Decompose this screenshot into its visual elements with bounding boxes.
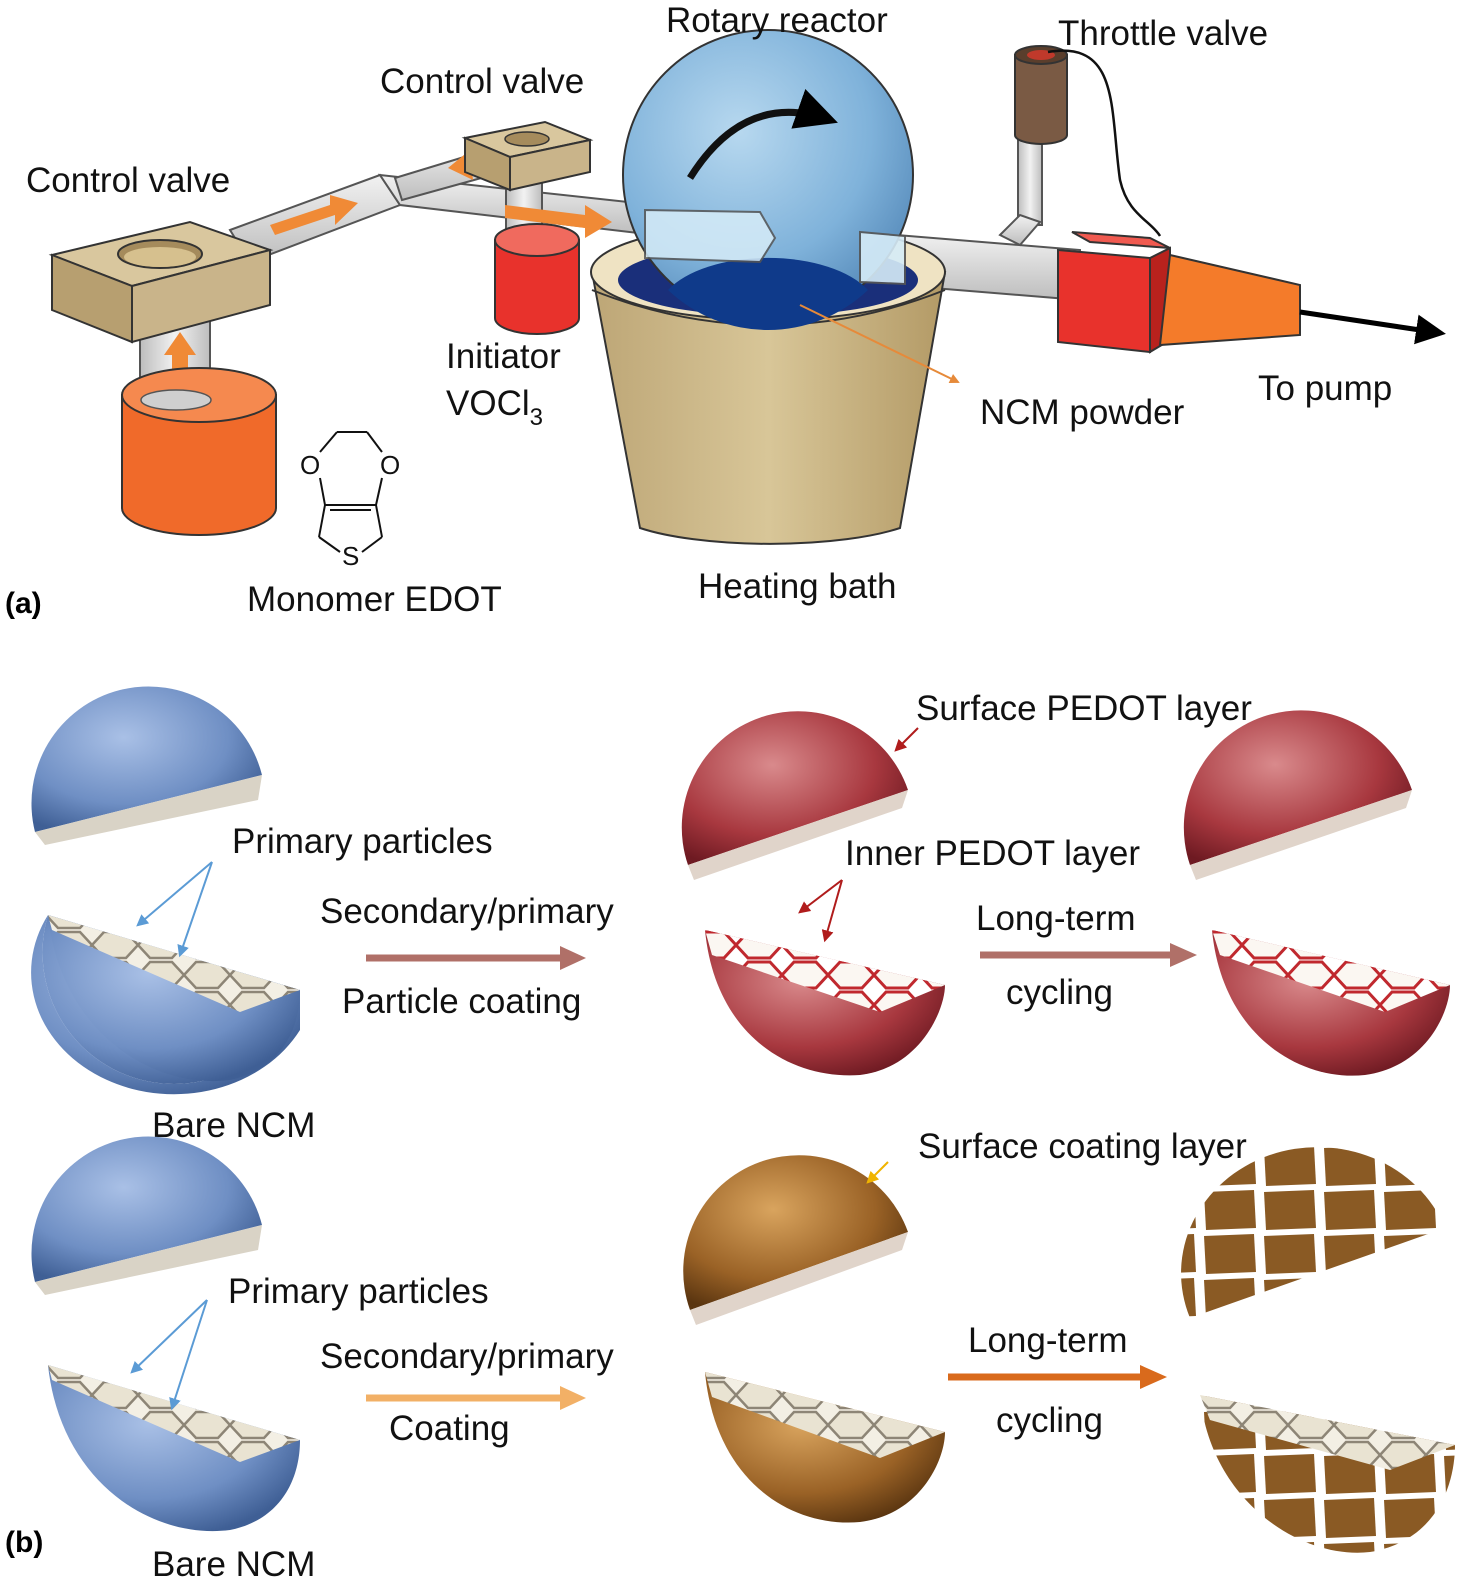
label-cycling-bottom-row2: cycling bbox=[996, 1401, 1103, 1440]
label-initiator-formula: VOCl3 bbox=[446, 384, 543, 431]
conventional-coated-particle-row2 bbox=[683, 1155, 945, 1523]
primary-pointer-1a-row1 bbox=[136, 861, 213, 927]
initiator-canister bbox=[494, 223, 580, 335]
primary-pointer-1b-row1 bbox=[177, 861, 213, 958]
rotary-reactor bbox=[622, 29, 914, 331]
pedot-cycled-particle-row1 bbox=[1183, 710, 1450, 1076]
process-arrow-head-row2 bbox=[560, 1386, 586, 1410]
primary-pointer-2a-row2 bbox=[130, 1299, 208, 1374]
pedot-coated-particle-row1 bbox=[681, 711, 945, 1076]
label-process-top-row2: Secondary/primary bbox=[320, 1337, 614, 1376]
inner-pedot-pointer-a bbox=[798, 879, 843, 914]
label-primary-particles-row1: Primary particles bbox=[232, 822, 493, 861]
primary-pointer-2b-row2 bbox=[169, 1299, 208, 1411]
bare-ncm-particle-row1 bbox=[31, 686, 301, 1095]
control-valve-left bbox=[48, 220, 274, 344]
cracked-coated-particle-row2 bbox=[1181, 1147, 1455, 1553]
throttle-valve bbox=[1014, 45, 1162, 237]
label-heating-bath: Heating bath bbox=[698, 567, 896, 606]
label-surface-coating: Surface coating layer bbox=[918, 1127, 1247, 1166]
label-control-valve-left: Control valve bbox=[26, 161, 230, 200]
label-cycling-top-row1: Long-term bbox=[976, 899, 1136, 938]
initiator-formula-subscript: 3 bbox=[530, 404, 543, 431]
label-process-bottom-row2: Coating bbox=[389, 1409, 510, 1448]
label-cycling-top-row2: Long-term bbox=[968, 1321, 1128, 1360]
label-primary-particles-row2: Primary particles bbox=[228, 1272, 489, 1311]
edot-oxygen-left: O bbox=[300, 450, 320, 480]
initiator-formula-main: VOCl bbox=[446, 384, 530, 423]
edot-oxygen-right: O bbox=[380, 450, 400, 480]
edot-structure bbox=[318, 431, 383, 553]
edot-sulfur: S bbox=[342, 541, 359, 571]
bare-ncm-particle-row2 bbox=[31, 1136, 300, 1532]
cycling-arrow-head-row2 bbox=[1140, 1365, 1167, 1389]
label-control-valve-top: Control valve bbox=[380, 62, 584, 101]
monomer-canister bbox=[121, 367, 277, 536]
label-surface-pedot: Surface PEDOT layer bbox=[916, 689, 1252, 728]
panel-a: O O S Rotary reactor Throttle valve Cont… bbox=[5, 1, 1446, 620]
surface-coating-pointer bbox=[866, 1161, 889, 1184]
cycling-arrow-head-row1 bbox=[1170, 943, 1197, 967]
pump-connector bbox=[1057, 231, 1446, 354]
label-inner-pedot: Inner PEDOT layer bbox=[845, 834, 1140, 873]
label-initiator: Initiator bbox=[446, 337, 561, 376]
label-throttle-valve: Throttle valve bbox=[1058, 14, 1268, 53]
control-valve-top bbox=[461, 120, 594, 192]
label-bare-ncm-row2: Bare NCM bbox=[152, 1545, 315, 1581]
inner-pedot-pointer-b bbox=[821, 879, 843, 943]
flow-arrow-1 bbox=[270, 195, 358, 235]
label-ncm-powder: NCM powder bbox=[980, 393, 1185, 432]
panel-a-tag: (a) bbox=[5, 587, 42, 620]
label-cycling-bottom-row1: cycling bbox=[1006, 973, 1113, 1012]
surface-pedot-pointer bbox=[894, 727, 919, 752]
label-bare-ncm-row1: Bare NCM bbox=[152, 1106, 315, 1145]
flow-arrow-2 bbox=[505, 205, 612, 238]
label-rotary-reactor: Rotary reactor bbox=[666, 1, 888, 40]
process-arrow-head-row1 bbox=[560, 946, 586, 970]
label-monomer-edot: Monomer EDOT bbox=[247, 580, 502, 619]
ncm-pointer bbox=[799, 304, 960, 383]
label-process-top-row1: Secondary/primary bbox=[320, 892, 614, 931]
panel-b-tag: (b) bbox=[5, 1526, 43, 1559]
panel-b: Primary particles Secondary/primary Part… bbox=[5, 686, 1455, 1581]
label-process-bottom-row1: Particle coating bbox=[342, 982, 581, 1021]
label-to-pump: To pump bbox=[1258, 369, 1392, 408]
